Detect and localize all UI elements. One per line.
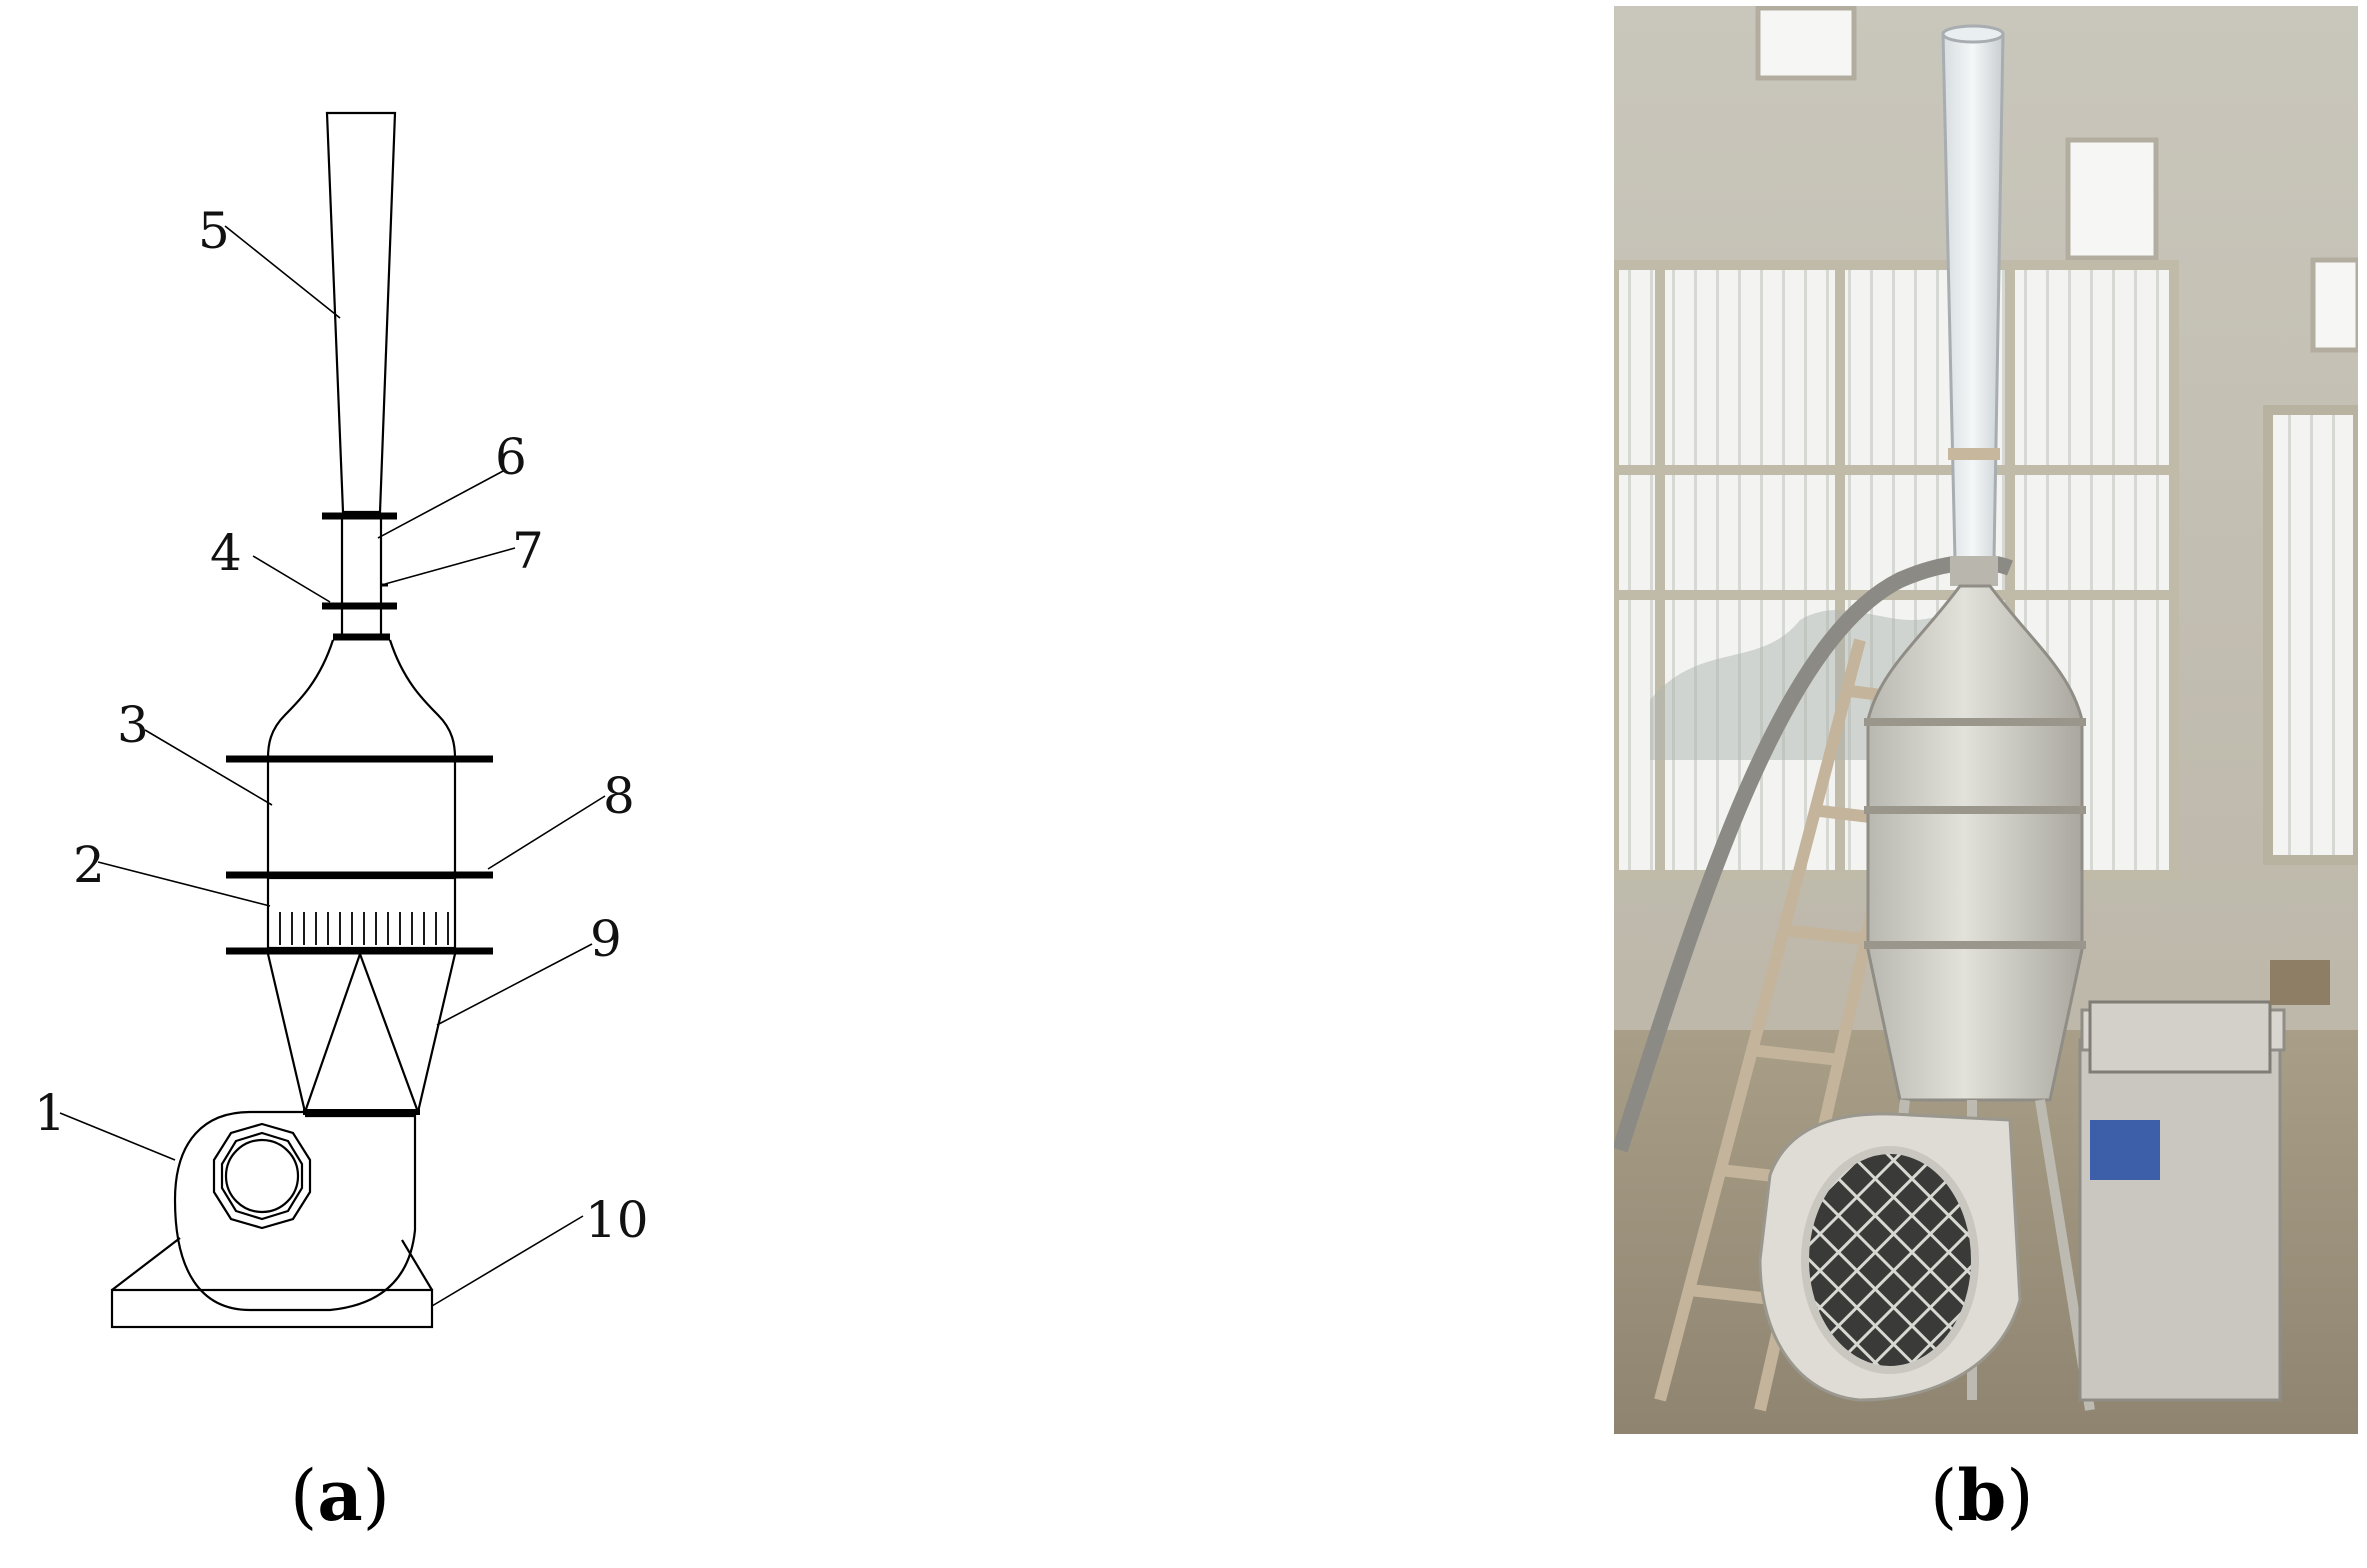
photo-high-window (2310, 257, 2358, 353)
panel-a-schematic (59, 111, 606, 1329)
callout-4: 4 (210, 524, 242, 582)
leader-lines (59, 225, 606, 1307)
photo-blower (1758, 1112, 2022, 1402)
distributor-holes (279, 912, 449, 945)
callout-2: 2 (73, 836, 105, 894)
callout-5: 5 (198, 202, 230, 260)
photo-high-window (2065, 137, 2159, 261)
panel-b-photo (1614, 6, 2358, 1434)
caption-b: (b) (1930, 1454, 2034, 1537)
blower-outer-ring (212, 1122, 312, 1230)
callout-7: 7 (512, 522, 544, 580)
photo-instrument-cabinet (2078, 1000, 2286, 1402)
neck-pipe (340, 606, 383, 636)
blower-casing (173, 1110, 417, 1312)
callout-3: 3 (117, 696, 149, 754)
blower-inlet (224, 1138, 300, 1214)
base-wedge (111, 1237, 433, 1291)
photo-tank (1866, 584, 2084, 1102)
upper-cone (266, 639, 457, 759)
cone-inner-lines (303, 950, 420, 1113)
callout-labels: 5 6 4 7 3 8 2 9 1 10 (34, 202, 649, 1249)
tapered-tube (325, 111, 397, 514)
callout-8: 8 (603, 767, 635, 825)
connecting-pipe (340, 516, 383, 603)
photo-glass-tube (1941, 32, 2005, 562)
distributor-plate (266, 876, 457, 950)
lower-cone (266, 953, 457, 1113)
callout-10: 10 (585, 1191, 649, 1249)
callout-9: 9 (590, 910, 622, 968)
photo-high-window (1755, 6, 1857, 81)
blower-middle-ring (220, 1131, 304, 1221)
cylinder-body (266, 762, 457, 873)
photo-side-window (2263, 405, 2358, 865)
callout-6: 6 (495, 428, 527, 486)
caption-a: (a) (290, 1454, 390, 1537)
callout-1: 1 (34, 1084, 66, 1142)
base-plate (110, 1288, 434, 1329)
